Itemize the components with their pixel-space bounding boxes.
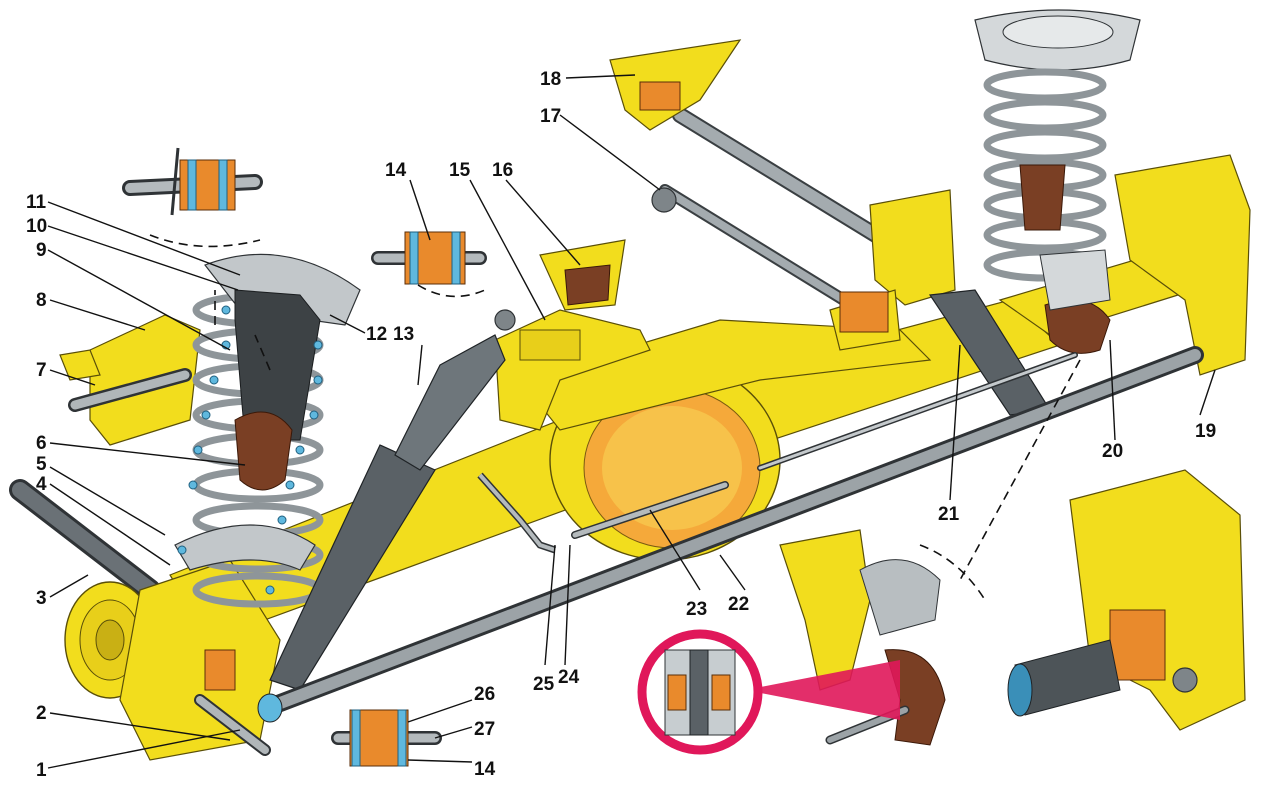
lower-longitudinal-rod-rear: [672, 107, 908, 258]
callout-6: 6: [36, 433, 47, 454]
callout-27: 27: [474, 719, 495, 740]
callout-5: 5: [36, 454, 47, 475]
spring-lower-cup: [174, 524, 316, 571]
body-bracket-rear-rod: [609, 39, 742, 131]
callout-24: 24: [558, 667, 580, 688]
callout-14-bottom: 14: [474, 759, 496, 780]
bolt-left-lower: [194, 649, 271, 756]
bushing-inset-14-top: [371, 231, 487, 285]
callout-11: 11: [26, 192, 47, 213]
callout-4: 4: [36, 474, 47, 495]
right-spring-upper-cup: [974, 9, 1141, 71]
spring-insulator-dots: [177, 305, 323, 595]
right-shock-lower-mount: [1039, 249, 1111, 354]
callout-22: 22: [728, 594, 749, 615]
ball-joint-bracket: [779, 529, 946, 746]
callout-25: 25: [533, 674, 555, 695]
callout-16: 16: [492, 160, 513, 181]
compression-buffer: [234, 411, 293, 491]
bushing-inset-top-left: [122, 147, 263, 216]
right-exploded-bushing-sleeve: [1007, 639, 1198, 717]
callout-3: 3: [36, 588, 47, 609]
body-bracket-stabilizer: [539, 239, 626, 311]
dashed-guide-arcs: [149, 234, 1081, 601]
magnifier-inset: [637, 629, 900, 755]
callout-26: 26: [474, 684, 495, 705]
callout-13: 13: [393, 324, 414, 345]
callout-21: 21: [938, 504, 960, 525]
callout-8: 8: [36, 290, 47, 311]
stabilizer-link: [477, 472, 557, 554]
callout-2: 2: [36, 703, 47, 724]
callout-23: 23: [686, 599, 707, 620]
final-drive-housing: [518, 319, 932, 561]
stabilizer-bar: [9, 479, 161, 601]
upper-longitudinal-rod: [659, 184, 866, 316]
transverse-rod: [257, 346, 1204, 723]
callout-20: 20: [1102, 441, 1123, 462]
right-coil-spring: [983, 68, 1107, 282]
wheel-hub-flange: [64, 559, 281, 761]
shock-absorber-upper-bracket: [494, 309, 651, 431]
leader-lines: [47, 74, 1216, 769]
bolt-left-upper: [68, 368, 192, 412]
callout-18: 18: [540, 69, 561, 90]
callout-labels: 1 2 3 4 5 6 7 8 9 10 11 12 13 14 14 15 1…: [26, 69, 1216, 781]
bushing-inset-14-bottom: [331, 709, 442, 767]
callout-7: 7: [36, 360, 47, 381]
spring-upper-cup: [204, 253, 361, 441]
callout-17: 17: [540, 106, 561, 127]
callout-12: 12: [366, 324, 387, 345]
callout-10: 10: [26, 216, 47, 237]
callout-14-top: 14: [385, 160, 407, 181]
callout-15: 15: [449, 160, 471, 181]
callout-9: 9: [36, 240, 47, 261]
callout-19: 19: [1195, 421, 1216, 442]
rod-bushing-mid: [651, 187, 889, 333]
callout-1: 1: [36, 760, 47, 781]
